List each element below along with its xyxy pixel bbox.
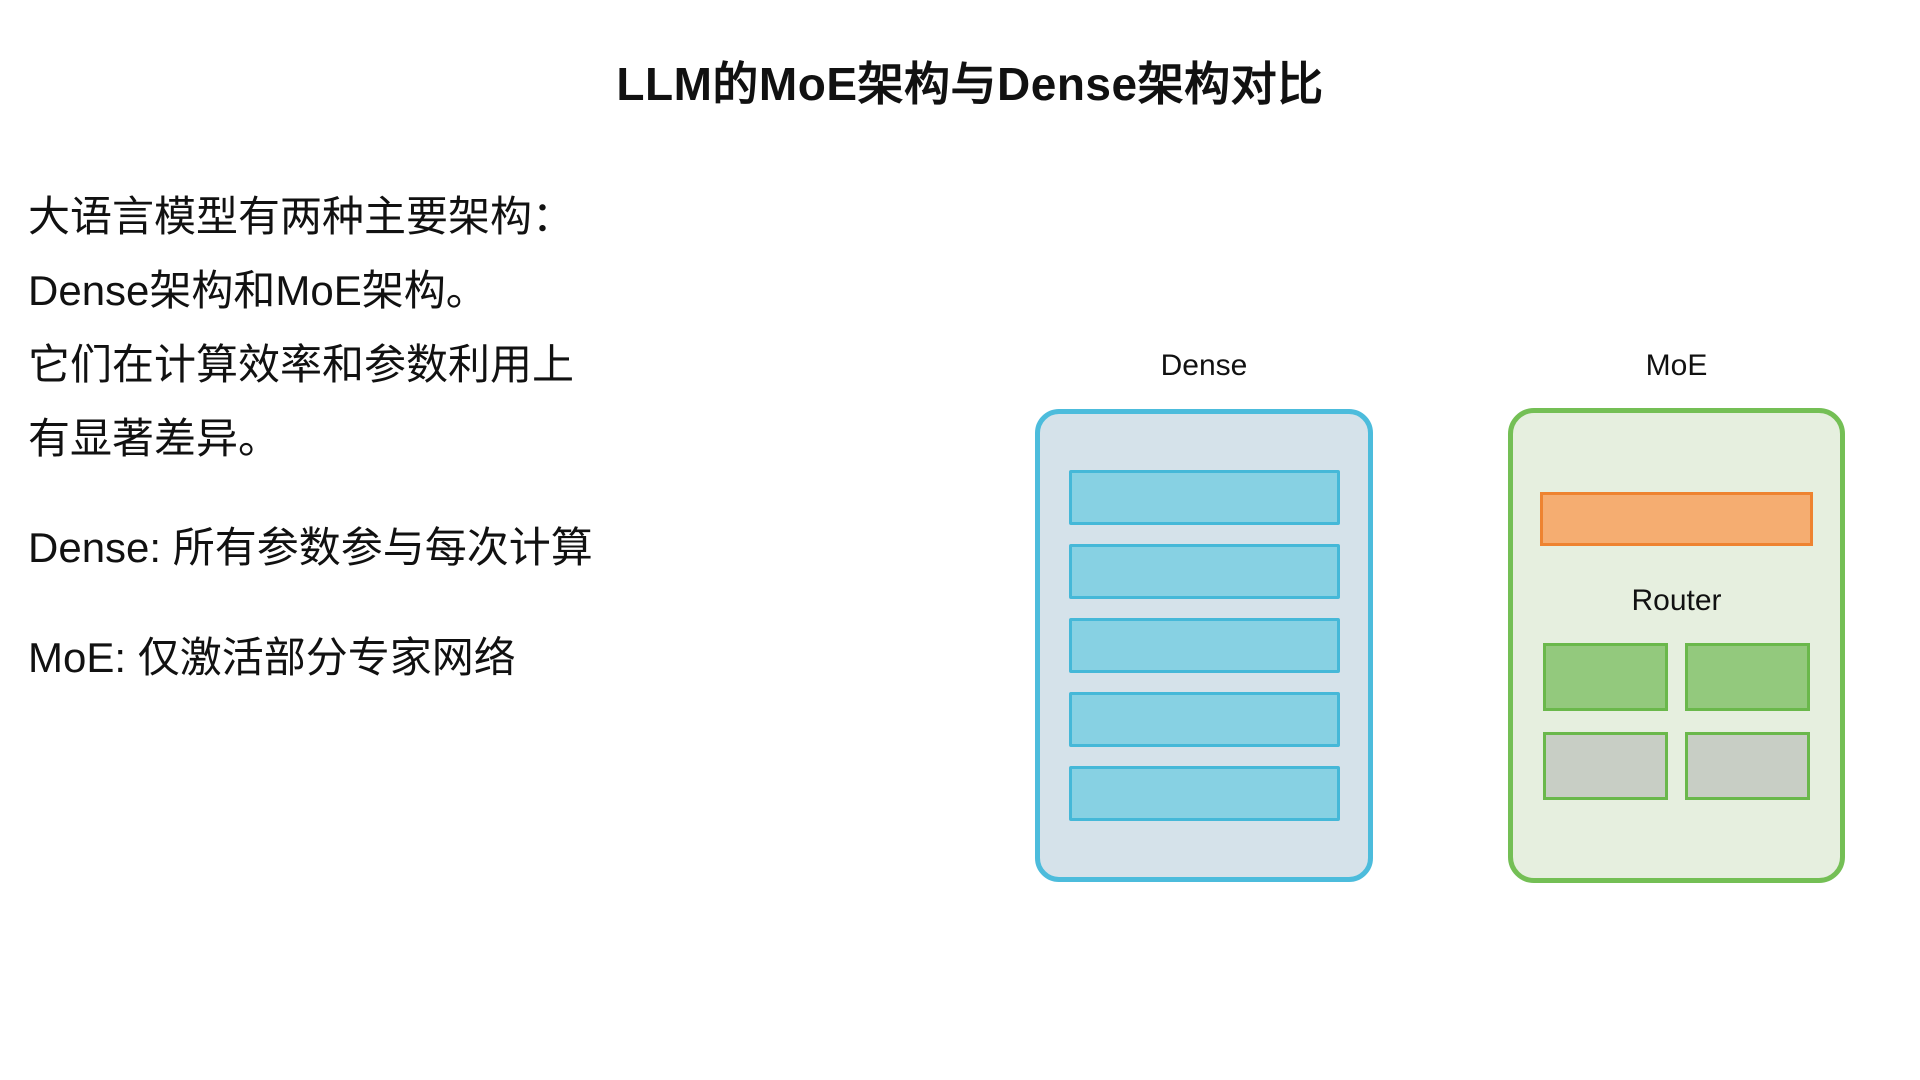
dense-layer (1068, 470, 1340, 525)
intro-line: Dense架构和MoE架构。 (28, 267, 488, 314)
expert-active (1685, 643, 1810, 711)
dense-note: Dense: 所有参数参与每次计算 (28, 524, 593, 571)
expert-inactive (1685, 732, 1810, 800)
moe-diagram-label: MoE (1645, 349, 1708, 382)
expert-inactive (1543, 732, 1668, 800)
page-title: LLM的MoE架构与Dense架构对比 (616, 58, 1324, 110)
dense-box (1035, 409, 1373, 882)
moe-box: Router (1508, 408, 1845, 883)
router-label: Router (1631, 584, 1722, 617)
intro-text: 大语言模型有两种主要架构： Dense架构和MoE架构。 它们在计算效率和参数利… (28, 180, 574, 476)
expert-grid (1543, 643, 1810, 800)
router-bar (1540, 492, 1813, 546)
dense-layer (1068, 544, 1340, 599)
dense-layer (1068, 618, 1340, 673)
dense-layer (1068, 692, 1340, 747)
intro-line: 大语言模型有两种主要架构： (28, 193, 575, 240)
moe-note: MoE: 仅激活部分专家网络 (28, 634, 516, 681)
intro-line: 它们在计算效率和参数利用上 (28, 341, 575, 388)
dense-layer (1068, 766, 1340, 821)
expert-active (1543, 643, 1668, 711)
intro-line: 有显著差异。 (28, 415, 281, 462)
dense-diagram-label: Dense (1160, 349, 1248, 382)
